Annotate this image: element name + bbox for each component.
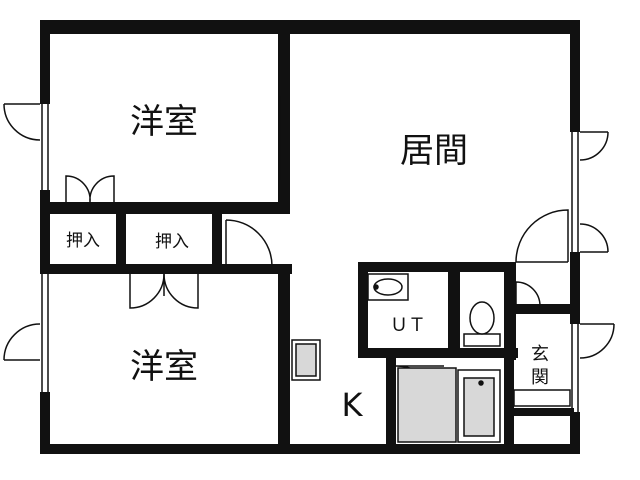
door-right-middle — [579, 223, 609, 253]
room-label-living: 居間 — [400, 131, 468, 171]
wall-bath-right — [504, 354, 514, 454]
door-entrance — [579, 323, 615, 359]
wall-center-closet-right — [212, 212, 222, 274]
outer-wall-bottom — [40, 444, 580, 454]
toilet-bowl — [469, 301, 495, 335]
room-label-kitchen: K — [342, 386, 364, 424]
closet-door-top — [65, 175, 115, 203]
door-left-lower — [3, 323, 41, 361]
walls — [40, 20, 580, 454]
room-label-entrance-1: 玄 — [531, 344, 549, 365]
door-left-upper — [3, 103, 41, 141]
outer-wall-right-upper — [570, 20, 580, 132]
wall-bath-left — [386, 354, 396, 454]
room-label-entrance-2: 関 — [531, 367, 549, 388]
wall-closets-bottom — [50, 264, 292, 274]
outer-wall-left-middle — [40, 190, 50, 274]
wall-top-room-right — [278, 34, 290, 214]
door-living — [515, 209, 569, 263]
room-label-unit-bath: ＵＴ — [390, 315, 426, 336]
wall-ut-bottom — [358, 348, 518, 358]
room-label-closet-center: 押入 — [155, 232, 189, 252]
doors — [3, 103, 615, 415]
room-label-closet-left: 押入 — [66, 231, 100, 251]
bath-floor — [397, 367, 457, 443]
room-label-western-top: 洋室 — [130, 102, 198, 142]
wall-ut-top — [358, 262, 508, 272]
outer-wall-right-middle — [570, 252, 580, 324]
entrance-step — [513, 389, 571, 407]
windows — [41, 96, 579, 412]
outer-wall-right-lower — [570, 412, 580, 454]
wall-entrance-top — [504, 304, 574, 314]
outer-wall-left-upper — [40, 20, 50, 104]
wall-entrance-bottom — [514, 408, 574, 416]
door-toilet — [515, 281, 541, 307]
outer-wall-left-lower — [40, 392, 50, 454]
wall-ut-left — [358, 262, 368, 358]
door-hall — [225, 219, 273, 267]
toilet-tank — [463, 333, 501, 347]
outer-wall-top — [40, 20, 580, 34]
room-label-western-bottom: 洋室 — [130, 347, 198, 387]
wall-bottom-room-right — [278, 264, 290, 454]
wall-top-room-bottom — [50, 202, 290, 214]
wall-toilet-left — [448, 262, 460, 358]
wall-closet-divider — [116, 212, 126, 274]
door-right-upper — [579, 131, 609, 161]
fixtures — [291, 273, 571, 443]
